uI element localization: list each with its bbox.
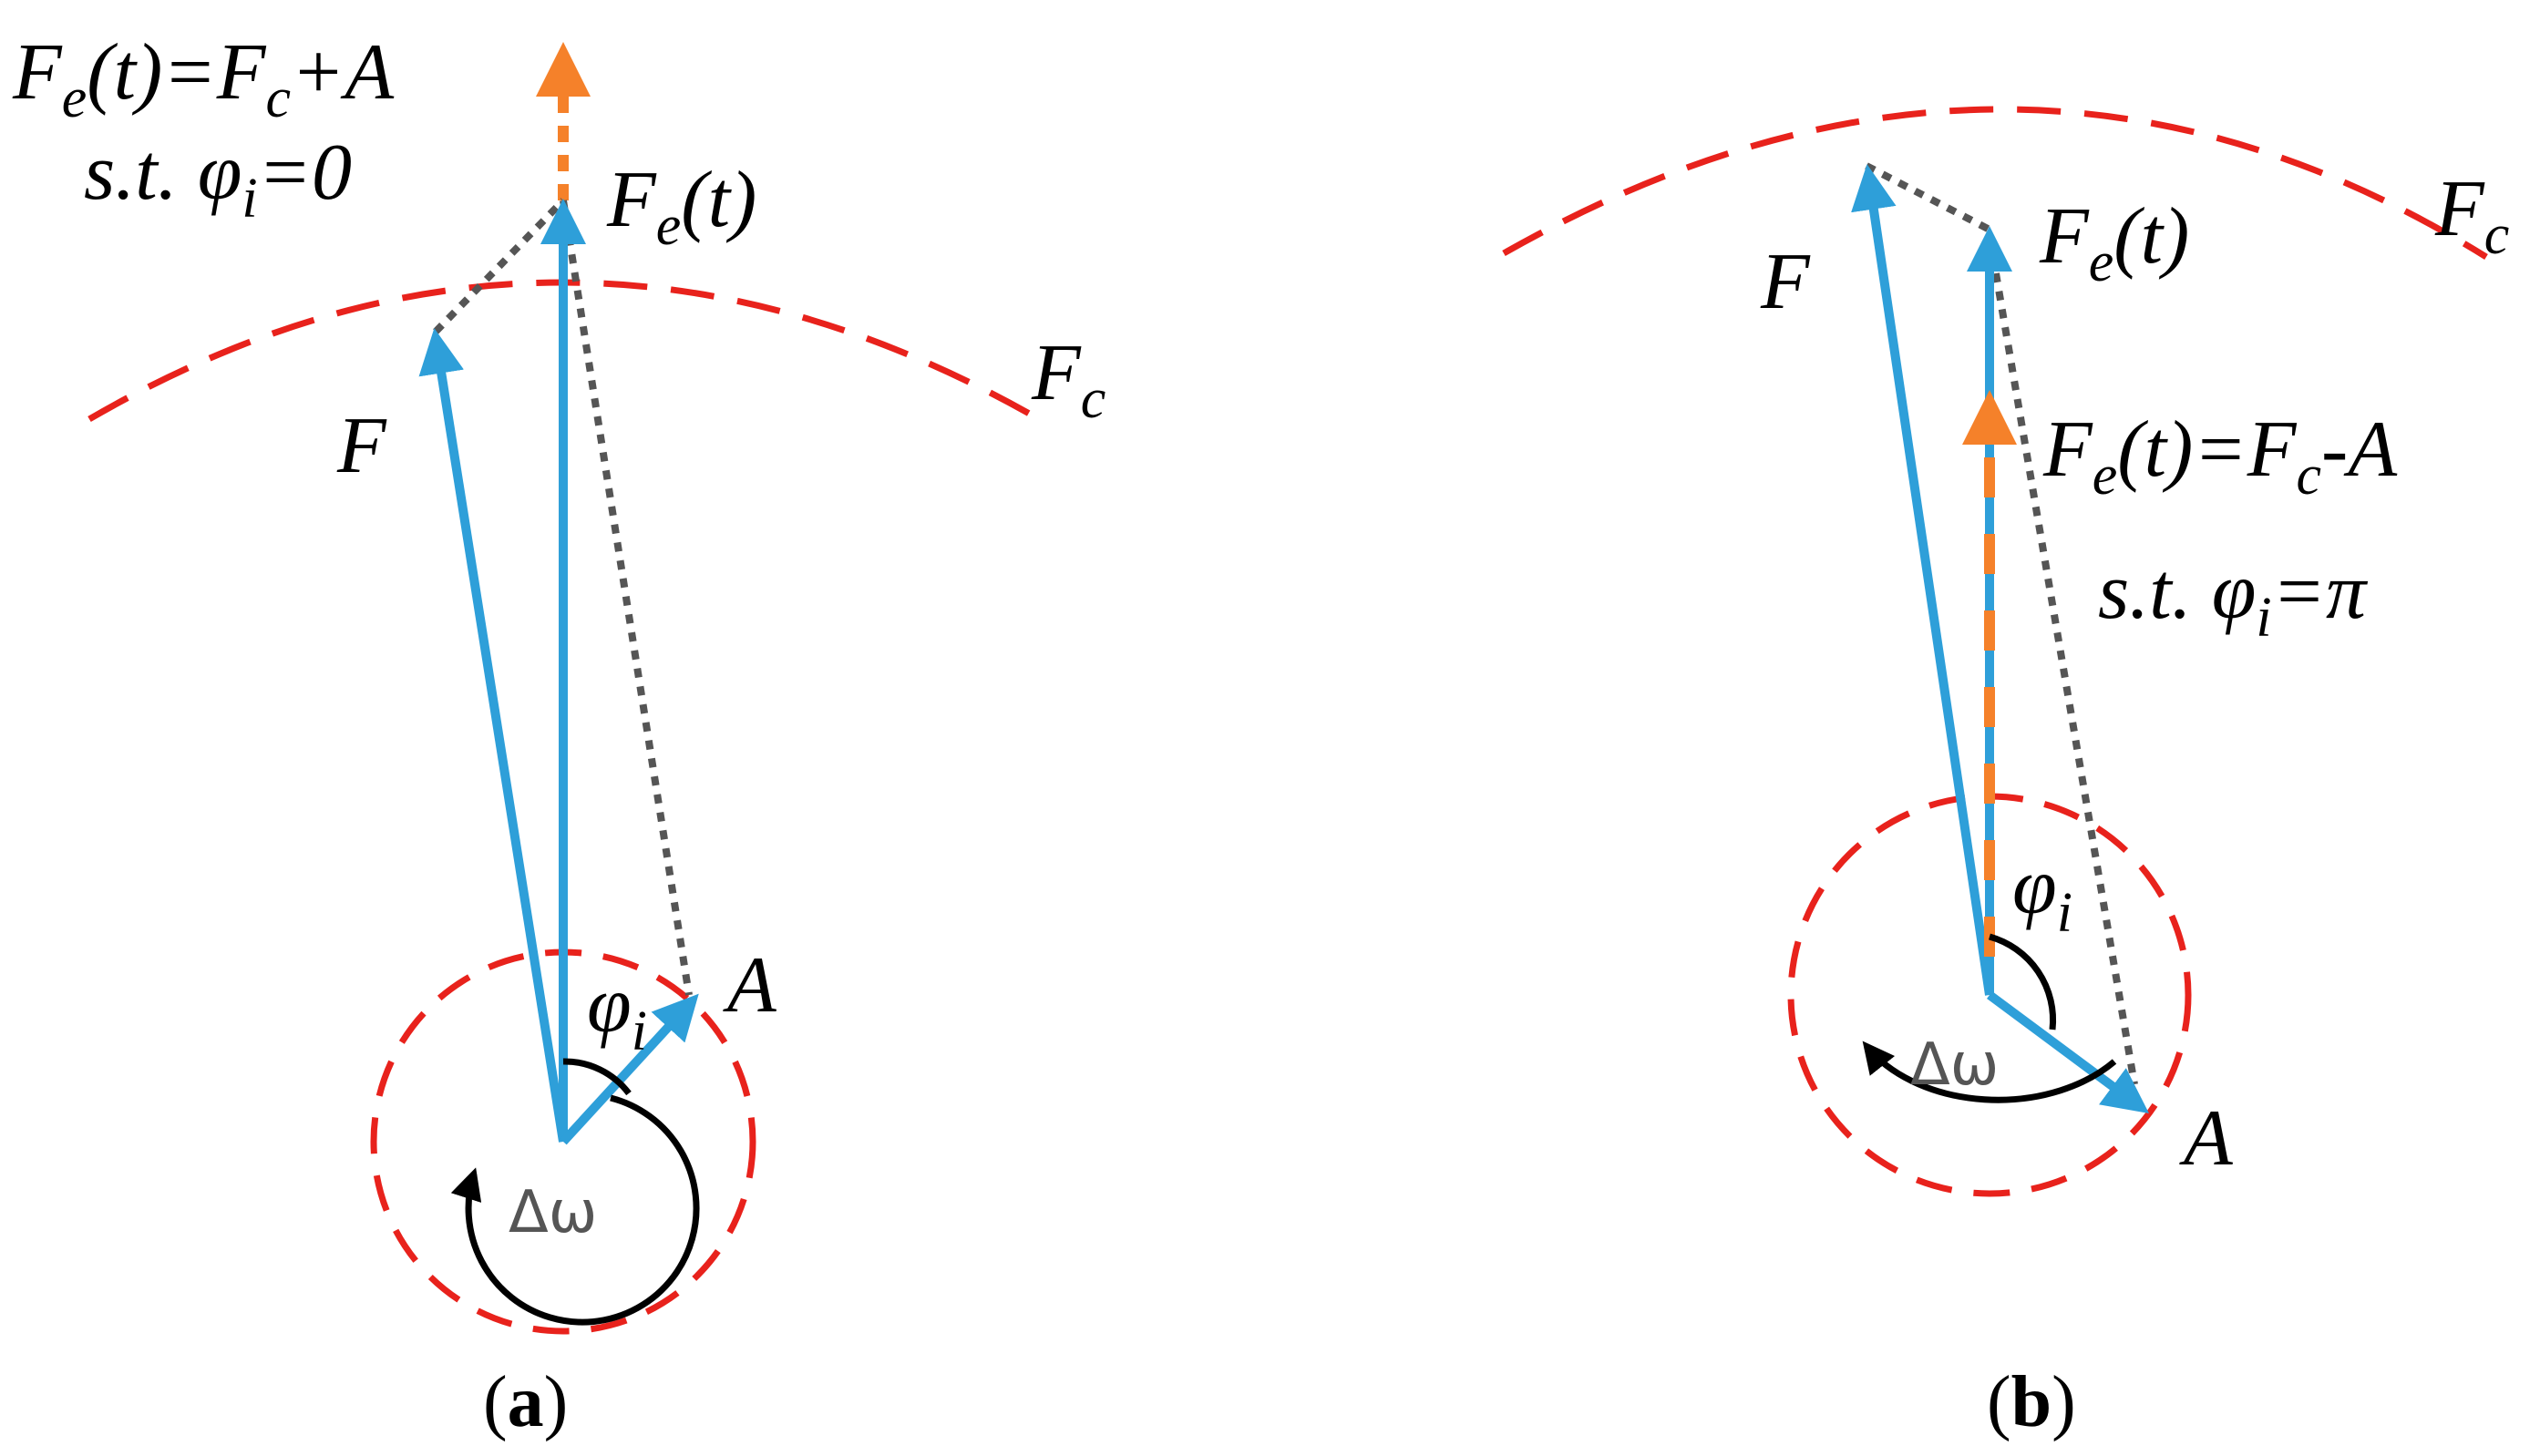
fc-label-a: Fc [1031,329,1105,430]
phi-angle-arc-b [1989,933,2057,1030]
vector-a-b [1987,990,2150,1113]
phi-label-b: φi [2012,843,2072,944]
panel-a: Δω Fe(t)=Fc+A s.t. φi=0 Fe(t) Fc F A φi … [12,28,1105,1442]
caption-a: (a) [483,1362,568,1442]
construction-line-a1 [433,198,566,334]
construction-line-b1 [1865,162,1991,233]
equation-b: Fe(t)=Fc-A [2042,405,2398,507]
panel-b: Δω Fc Fe(t) F Fe(t)=Fc-A s.t. φi=π φi A … [1502,106,2509,1442]
caption-b: (b) [1987,1362,2076,1442]
delta-omega-glyph: Δω [509,1179,597,1246]
construction-line-a2 [560,200,693,996]
fe-label-b: Fe(t) [2039,192,2189,293]
rotation-arrow-icon [450,1094,700,1326]
f-label-a: F [336,402,387,490]
equation-a: Fe(t)=Fc+A [12,28,395,129]
rotation-arrow-icon-b [1862,1041,2117,1103]
phi-angle-arc-a [562,1058,632,1096]
fc-label-b: Fc [2434,165,2509,266]
vector-a-a [560,993,699,1145]
fc-locus-arc-b [1502,106,2488,260]
condition-a: s.t. φi=0 [84,128,352,230]
delta-omega-glyph-b: Δω [1910,1031,1999,1099]
vector-f-b [1851,164,1994,996]
f-label-b: F [1760,238,1811,326]
condition-b: s.t. φi=π [2098,548,2369,649]
phi-label-a: φi [587,961,647,1062]
a-label-a: A [723,941,777,1030]
vector-f-a [418,328,568,1143]
a-label-b: A [2179,1094,2234,1183]
construction-line-b2 [1992,272,2138,1085]
fe-label-a: Fe(t) [606,156,756,257]
